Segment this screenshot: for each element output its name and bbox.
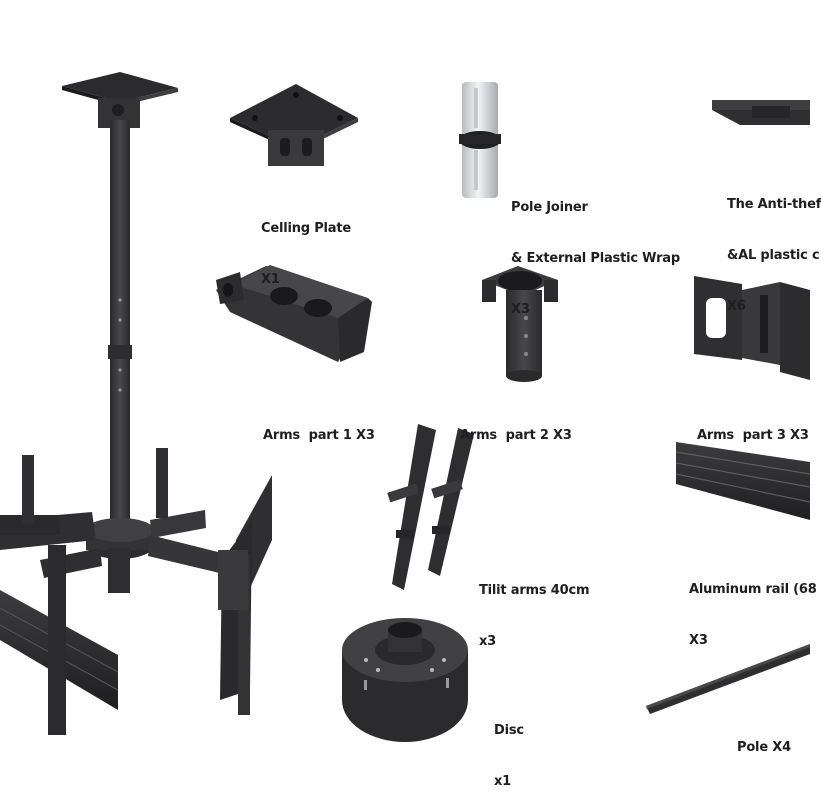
aluminum-rail-label: Aluminum rail (68 X3 [689,547,817,666]
aluminum-rail-qty: X3 [689,633,708,648]
tilt-arms-qty: x3 [479,634,497,649]
arms-part-2-name: Arms part 2 X3 [460,428,572,443]
arms-part-1-label: Arms part 1 X3 [263,393,375,461]
anti-theft-name-2: &AL plastic c [727,248,820,263]
aluminum-rail-image [675,442,811,520]
anti-theft-image [712,100,810,125]
ceiling-plate-name: Celling Plate [261,221,351,236]
pole-joiner-name: Pole Joiner [511,200,588,215]
anti-theft-qty: X6 [727,299,746,314]
arms-part-3-image [694,276,810,380]
arms-part-3-label: Arms part 3 X3 [697,393,809,461]
tilt-arms-image [387,424,474,590]
disc-qty: x1 [494,774,512,789]
tilt-arms-label: Tilit arms 40cm x3 [479,548,590,667]
arms-part-2-label: Arms part 2 X3 [460,393,572,461]
pole-joiner-label: Pole Joiner & External Plastic Wrap X3 [511,165,680,335]
disc-name: Disc [494,723,524,738]
pole-label: Pole X4 [737,705,791,773]
assembled-mount-image [0,72,272,735]
ceiling-plate-image [230,84,358,166]
arms-part-2-image [482,266,558,382]
arms-part-1-image [216,265,372,362]
arms-part-3-name: Arms part 3 X3 [697,428,809,443]
ceiling-plate-qty: X1 [261,272,280,287]
disc-label: Disc x1 [494,688,524,807]
pole-name: Pole X4 [737,740,791,755]
disc-image [342,618,468,742]
arms-part-1-name: Arms part 1 X3 [263,428,375,443]
anti-theft-label: The Anti-thef &AL plastic c X6 [727,162,821,332]
ceiling-plate-label: Celling Plate X1 [261,186,351,305]
tilt-arms-name: Tilit arms 40cm [479,583,590,598]
aluminum-rail-name: Aluminum rail (68 [689,582,817,597]
pole-image [646,644,810,714]
anti-theft-name: The Anti-thef [727,197,821,212]
pole-joiner-image [459,82,501,198]
pole-joiner-name-2: & External Plastic Wrap [511,251,680,266]
pole-joiner-qty: X3 [511,302,530,317]
